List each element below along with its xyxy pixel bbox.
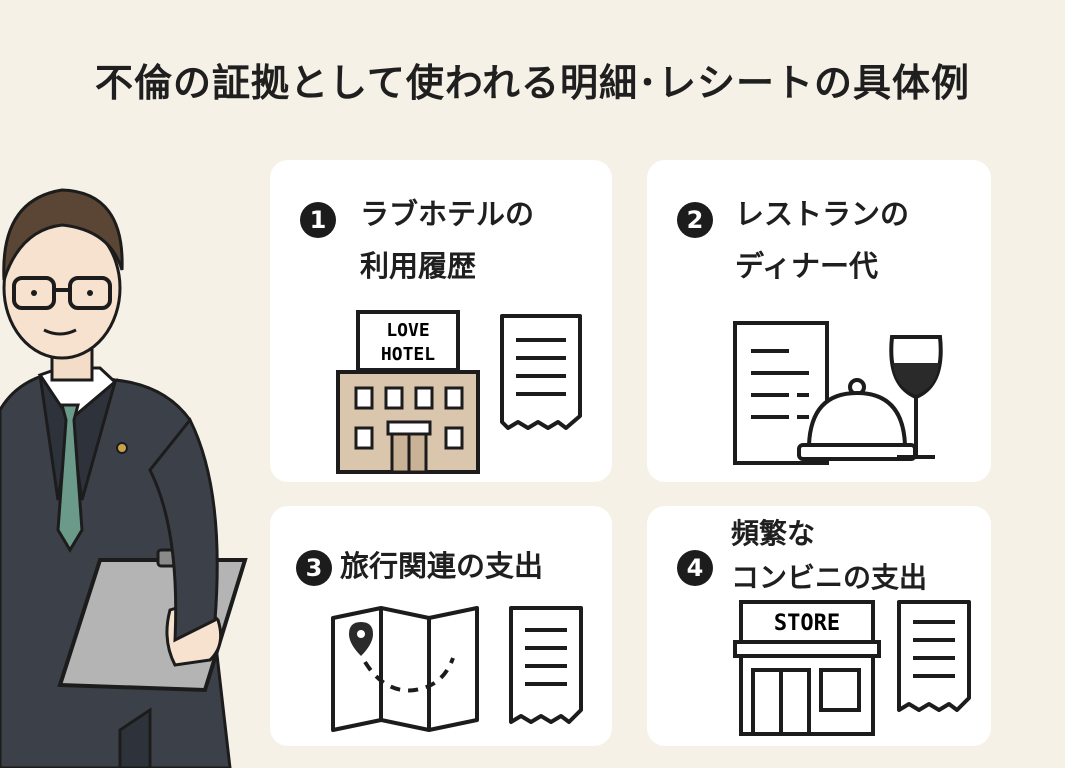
card-heading-line: 旅行関連の支出 bbox=[340, 549, 544, 583]
card-travel-expenses: 3 旅行関連の支出 bbox=[270, 506, 612, 746]
card-heading-line: 利用履歴 bbox=[360, 249, 477, 283]
step-number-badge: 1 bbox=[300, 202, 336, 238]
card-heading: ラブホテルの 利用履歴 bbox=[360, 188, 534, 292]
card-heading-line: 頻繁な bbox=[731, 517, 816, 550]
hotel-sign-love: LOVE bbox=[386, 320, 429, 341]
card-heading: 旅行関連の支出 bbox=[340, 540, 543, 592]
map-and-receipt-illustration bbox=[331, 606, 583, 732]
step-number-badge: 2 bbox=[677, 202, 713, 238]
store-sign: STORE bbox=[774, 611, 840, 636]
step-number-badge: 3 bbox=[296, 550, 332, 586]
card-love-hotel: 1 ラブホテルの 利用履歴 LOVE HOTEL bbox=[270, 160, 612, 482]
lawyer-illustration bbox=[0, 188, 248, 768]
card-heading-line: コンビニの支出 bbox=[731, 561, 928, 594]
card-heading: レストランの ディナー代 bbox=[735, 188, 909, 292]
page-title: 不倫の証拠として使われる明細･レシートの具体例 bbox=[95, 61, 970, 105]
step-number-badge: 4 bbox=[677, 550, 713, 586]
card-heading: 頻繁な コンビニの支出 bbox=[731, 512, 927, 600]
store-and-receipt-illustration: STORE bbox=[733, 600, 971, 736]
card-restaurant-dinner: 2 レストランの ディナー代 bbox=[647, 160, 991, 482]
receipt-cloche-wine-illustration bbox=[733, 321, 943, 465]
card-heading-line: レストランの bbox=[735, 197, 910, 231]
hotel-sign-hotel: HOTEL bbox=[381, 344, 435, 365]
card-heading-line: ラブホテルの bbox=[360, 197, 535, 231]
hotel-and-receipt-illustration: LOVE HOTEL bbox=[336, 310, 582, 474]
card-heading-line: ディナー代 bbox=[735, 249, 878, 283]
card-convenience-store: 4 頻繁な コンビニの支出 STORE bbox=[647, 506, 991, 746]
